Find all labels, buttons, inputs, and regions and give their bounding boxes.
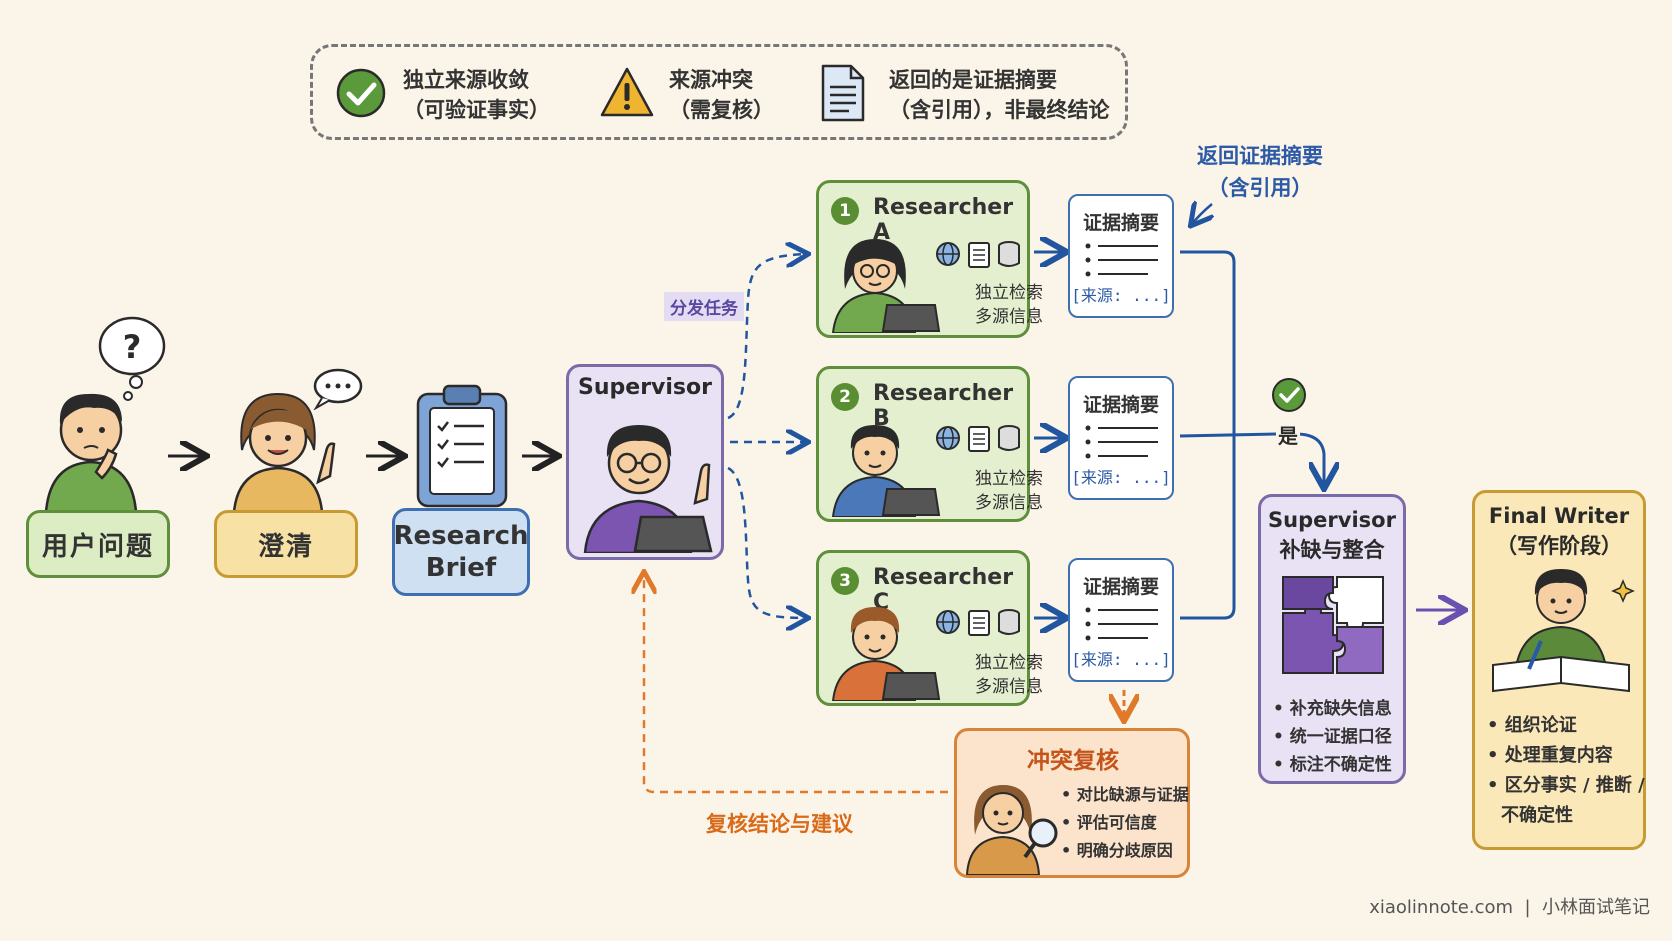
yes-label: 是 (1276, 420, 1300, 449)
researcher-c-desc2: 多源信息 (975, 677, 1043, 697)
researcher-b-desc2: 多源信息 (975, 493, 1043, 513)
researcher-a-name: Researcher A (873, 195, 1014, 245)
step-user-question-label: 用户问题 (41, 531, 154, 562)
conflict-review-card: 冲突复核 对比缺源与证据 评估可信度 明确分歧原因 (954, 728, 1190, 878)
researcher-a-desc1: 独立检索 (975, 283, 1043, 303)
speech-bubble-icon (313, 368, 363, 410)
footer-credit: xiaolinnote.com | 小林面试笔记 (1369, 897, 1650, 918)
researcher-c-badge: 3 (831, 567, 859, 595)
arrow-merge-to-integrate (1295, 432, 1324, 486)
evidence-a-source: [来源: ...] (1071, 286, 1171, 305)
note-pointer-arrow (1192, 204, 1212, 224)
step-clarify: 澄清 (214, 510, 358, 578)
evidence-c-lines-icon (1085, 607, 1158, 641)
supervisor-card: Supervisor (566, 364, 724, 560)
researcher-card-b: 2 Researcher B 独立检索 多源信息 (816, 366, 1043, 522)
legend-item-conflict-line1: 来源冲突 (669, 68, 753, 92)
researcher-a-badge: 1 (831, 197, 859, 225)
researcher-b-badge: 2 (831, 383, 859, 411)
legend-item-summary-line1: 返回的是证据摘要 (889, 68, 1057, 92)
return-note-line2: （含引用） (1207, 176, 1313, 200)
final-writer-card: Final Writer （写作阶段） 组织论证 处理重复内容 区分事实 / 推… (1472, 490, 1646, 850)
writer-title1: Final Writer (1488, 504, 1630, 528)
researcher-card-c: 3 Researcher C 独立检索 多源信息 (816, 550, 1043, 706)
evidence-b-title: 证据摘要 (1082, 394, 1159, 416)
step-user-question: 用户问题 (26, 510, 170, 578)
converge-check-icon (1272, 378, 1306, 412)
evidence-a-title: 证据摘要 (1082, 212, 1159, 234)
conflict-title: 冲突复核 (1027, 748, 1119, 774)
legend-item-conflict-line2: （需复核） (669, 98, 774, 122)
integrate-item-2: 统一证据口径 (1273, 723, 1392, 751)
evidence-b-source: [来源: ...] (1071, 468, 1171, 487)
writer-item-4: 不确定性 (1501, 805, 1573, 826)
researcher-a-avatar (831, 239, 941, 333)
svg-text:?: ? (123, 328, 142, 366)
writer-avatar (1492, 569, 1635, 693)
evidence-card-b: 证据摘要 [来源: ...] (1068, 376, 1174, 500)
clipboard-checklist-icon (416, 384, 508, 508)
legend-item-converge-line1: 独立来源收敛 (403, 68, 529, 92)
supervisor-avatar (583, 425, 713, 553)
arrow-conflict-to-supervisor (644, 574, 948, 794)
evidence-card-c: 证据摘要 [来源: ...] (1068, 558, 1174, 682)
conflict-item-2: 评估可信度 (1061, 809, 1189, 837)
puzzle-icon (1282, 576, 1384, 674)
dispatch-arrow-a (727, 254, 806, 420)
researcher-b-name: Researcher B (873, 381, 1014, 431)
conflict-item-1: 对比缺源与证据 (1061, 781, 1189, 809)
integrate-item-1: 补充缺失信息 (1273, 695, 1392, 723)
check-circle-icon (336, 68, 386, 118)
integrate-card: Supervisor 补缺与整合 补充缺失信息 统一证据口径 标注不确定性 (1258, 494, 1406, 784)
evidence-a-lines-icon (1085, 243, 1158, 277)
step-research-brief: Research Brief (392, 508, 530, 596)
step-clarify-label: 澄清 (257, 531, 314, 562)
integrate-title2: 补缺与整合 (1279, 538, 1385, 562)
step-brief-line1: Research (393, 521, 529, 551)
step-brief-line2: Brief (425, 553, 497, 583)
evidence-card-a: 证据摘要 [来源: ...] (1068, 194, 1174, 318)
researcher-a-desc2: 多源信息 (975, 307, 1043, 327)
legend: 独立来源收敛 （可验证事实） 来源冲突 （需复核） 返回的是证据摘要 （含引用）… (310, 44, 1128, 140)
legend-item-summary-line2: （含引用），非最终结论 (889, 98, 1110, 122)
evidence-c-source: [来源: ...] (1071, 650, 1171, 669)
document-icon (821, 64, 865, 122)
researcher-a-tool-icons (936, 241, 1020, 268)
warning-icon (600, 67, 654, 117)
writer-item-2: 处理重复内容 (1487, 741, 1645, 771)
researcher-card-a: 1 Researcher A 独立检索 多源信息 (816, 180, 1043, 338)
writer-item-3: 区分事实 / 推断 / (1487, 771, 1645, 801)
review-conclusion-label: 复核结论与建议 (706, 812, 853, 836)
writer-title2: （写作阶段） (1496, 534, 1622, 558)
return-note: 返回证据摘要 （含引用） (1186, 140, 1334, 204)
supervisor-title: Supervisor (578, 375, 712, 400)
conflict-item-3: 明确分歧原因 (1061, 837, 1189, 865)
integrate-title1: Supervisor (1268, 508, 1396, 532)
legend-item-converge-line2: （可验证事实） (403, 98, 550, 122)
researcher-b-avatar (831, 425, 941, 517)
researcher-b-tool-icons (936, 425, 1020, 452)
evidence-b-lines-icon (1085, 425, 1158, 459)
clarifier-avatar (232, 392, 336, 512)
researcher-c-desc1: 独立检索 (975, 653, 1043, 673)
dispatch-label: 分发任务 (664, 292, 744, 321)
integrate-item-3: 标注不确定性 (1273, 751, 1392, 779)
dispatch-arrow-c (727, 466, 806, 618)
return-note-line1: 返回证据摘要 (1197, 144, 1323, 168)
researcher-c-avatar (831, 607, 941, 701)
reviewer-avatar (965, 785, 1058, 875)
evidence-c-title: 证据摘要 (1082, 576, 1159, 598)
merge-line-b (1179, 432, 1277, 438)
thinking-user-avatar (44, 393, 138, 512)
writer-item-1: 组织论证 (1487, 711, 1645, 741)
thought-bubble-icon: ? (98, 316, 166, 401)
researcher-c-tool-icons (936, 609, 1020, 636)
researcher-b-desc1: 独立检索 (975, 469, 1043, 489)
